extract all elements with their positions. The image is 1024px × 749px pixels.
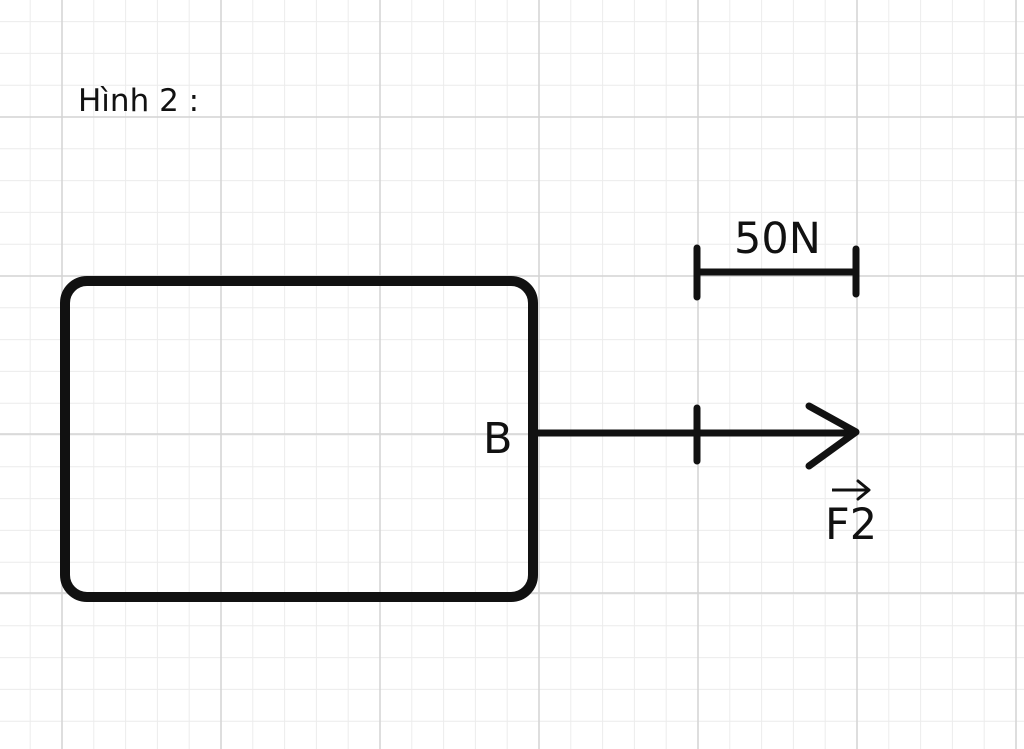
vector-arrow-icon [832, 479, 871, 501]
force-label-f2: F2 [825, 500, 878, 550]
figure-title: Hình 2 : [78, 83, 200, 119]
scale-bar [693, 244, 860, 301]
force-vector-f2 [536, 402, 860, 470]
object-box [60, 276, 538, 602]
point-label-b: B [483, 414, 513, 464]
scale-label: 50N [734, 214, 821, 264]
force-vector-arrowhead [805, 402, 860, 470]
